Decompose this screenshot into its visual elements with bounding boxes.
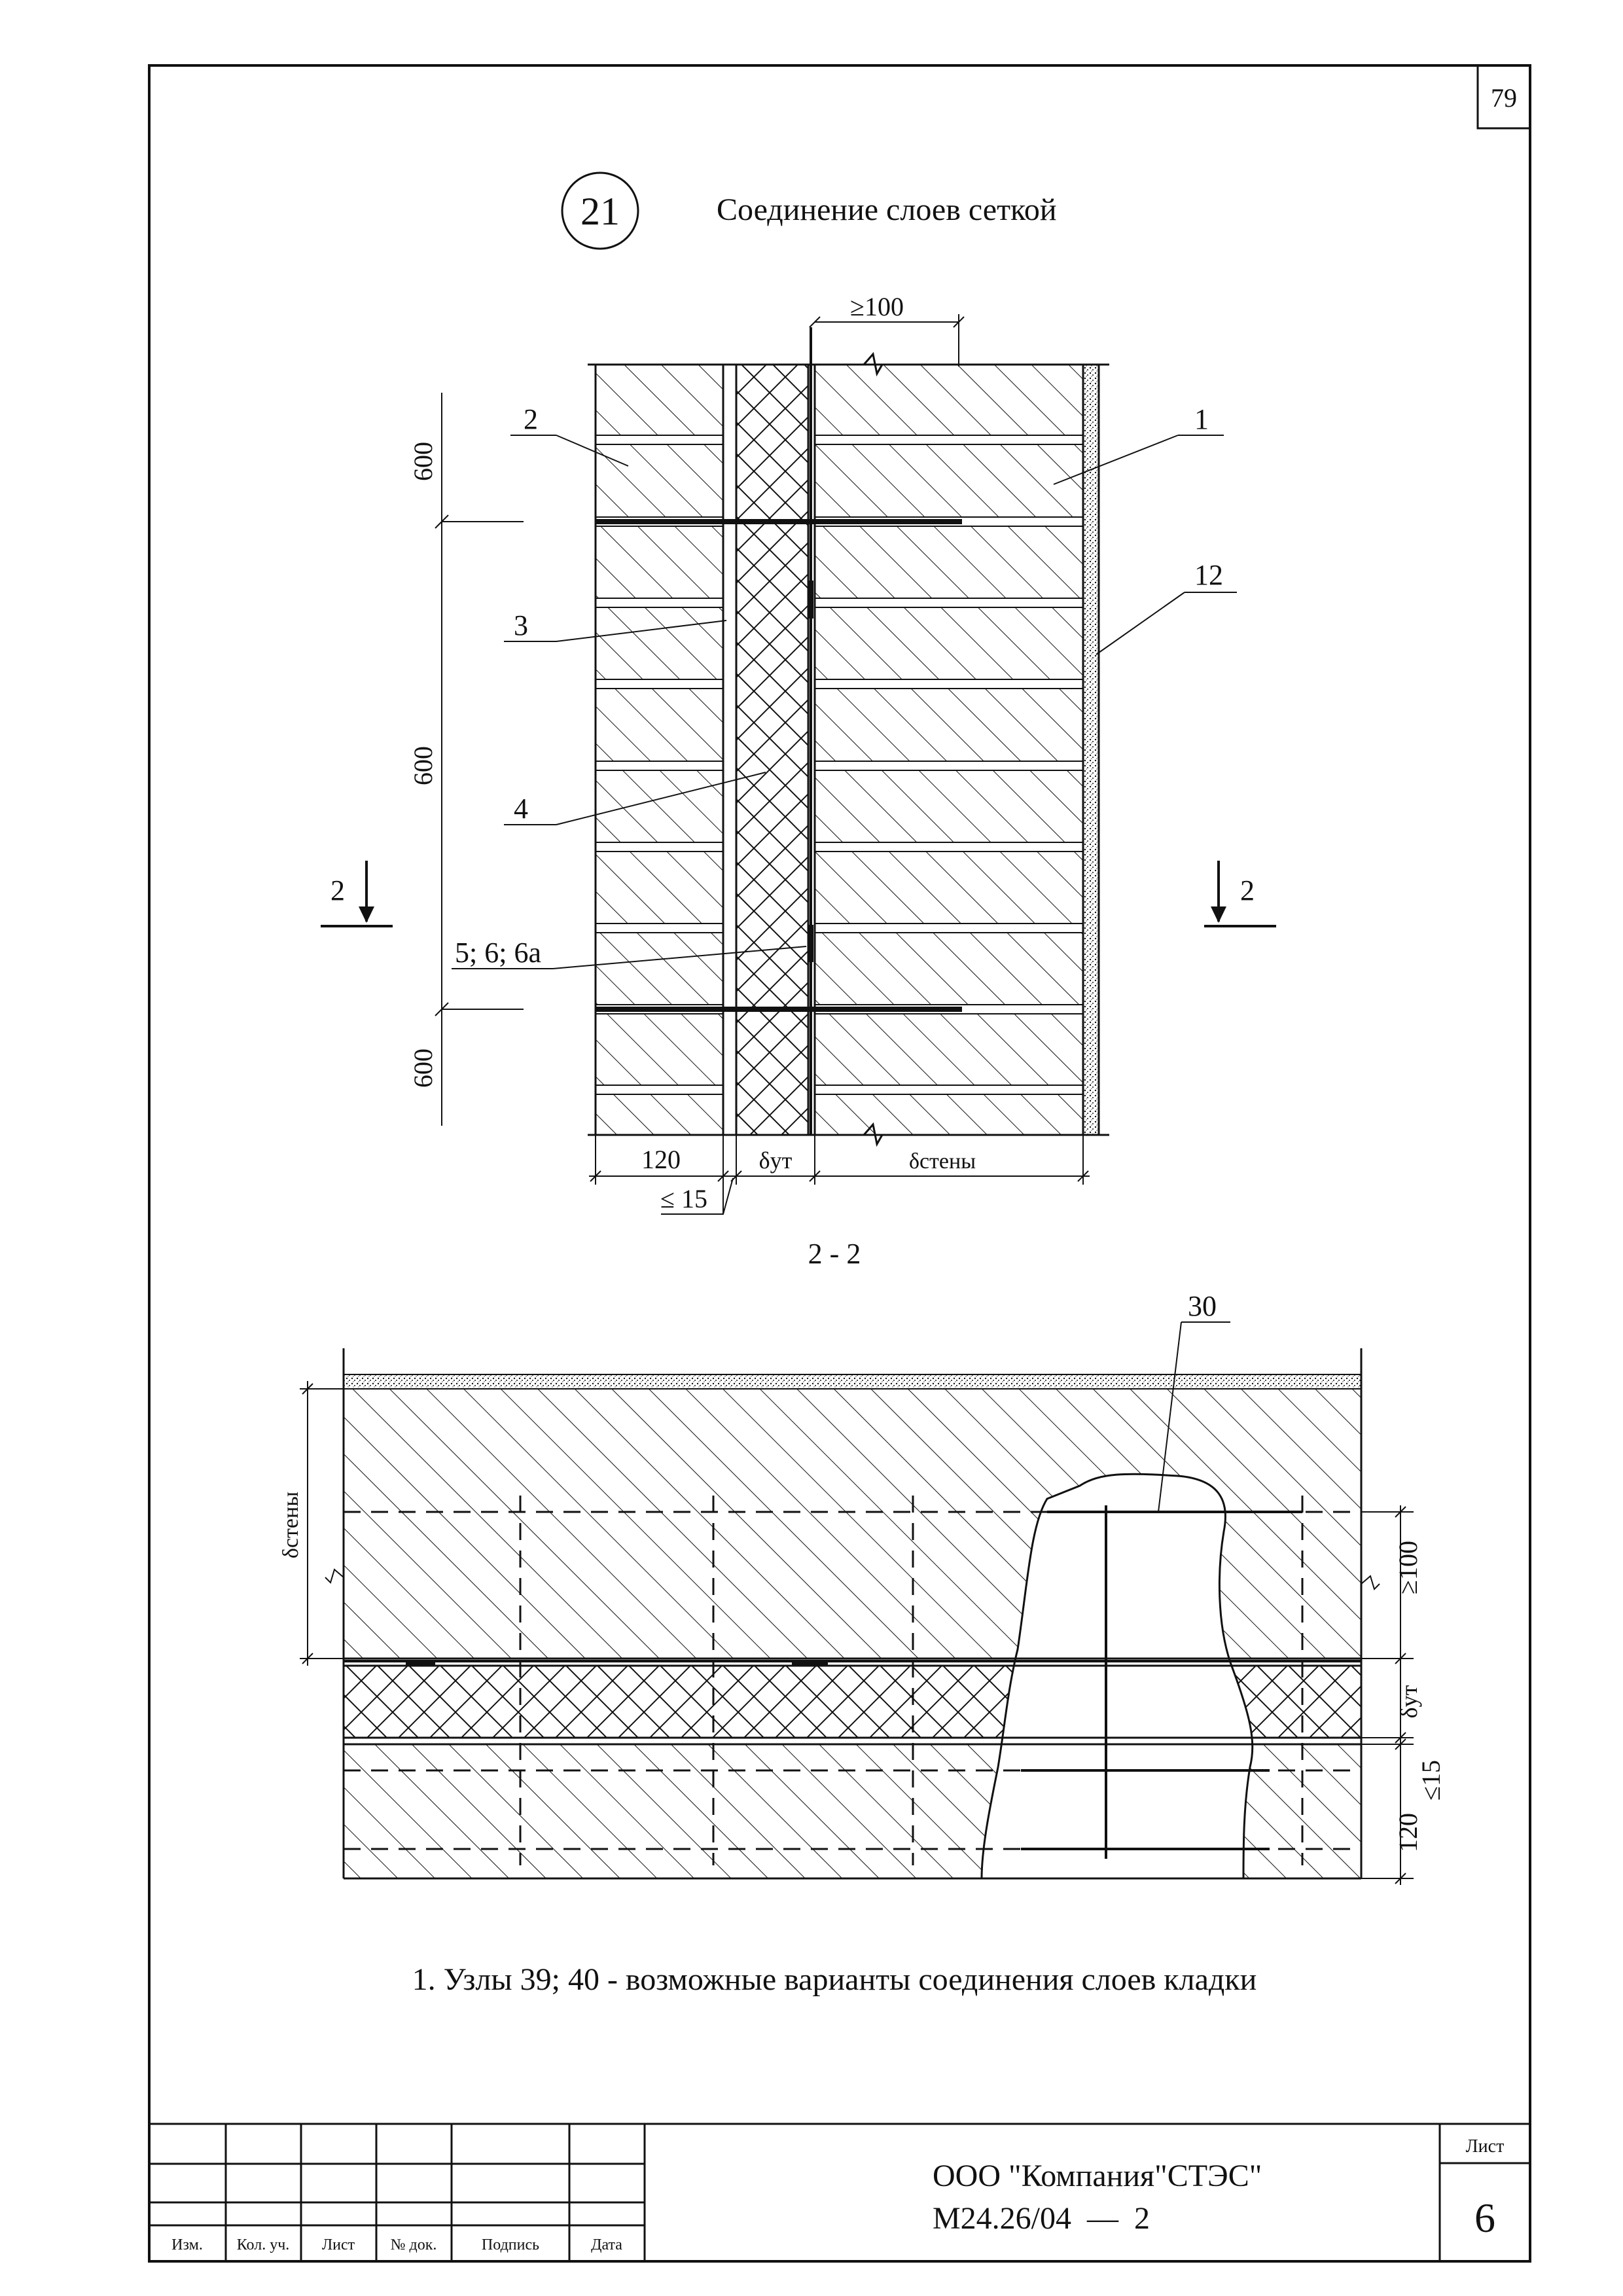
callout-30: 30: [1188, 1290, 1217, 1322]
tb-sheet-number: 6: [1474, 2195, 1495, 2241]
callout-12: 12: [1194, 559, 1223, 591]
callout-4: 4: [514, 793, 528, 825]
plan-dim-wall: δстены: [279, 1492, 303, 1558]
callout-2: 2: [524, 403, 538, 435]
detail-title: Соединение слоев сеткой: [717, 192, 1057, 227]
dim-spacing-mid: 600: [408, 746, 438, 785]
callout-3: 3: [514, 609, 528, 641]
break-mark: [863, 351, 883, 377]
dim-spacing-bottom: 600: [408, 1049, 438, 1088]
dim-mesh-overlap: ≥100: [850, 292, 904, 321]
plan-dim-insulation: δут: [1396, 1685, 1422, 1718]
detail-number-circle: [561, 171, 639, 250]
tb-col-list: Лист: [322, 2236, 355, 2253]
plan-view: 30 δстены ≥100 δут ≤15: [279, 1290, 1446, 1885]
dim-spacing-top: 600: [408, 442, 438, 481]
dim-gap: ≤ 15: [660, 1184, 707, 1213]
plan-dim-gap: ≤15: [1416, 1760, 1446, 1801]
title-block: [149, 2123, 1530, 2261]
page-number-box: [1476, 64, 1531, 130]
tb-col-signature: Подпись: [482, 2236, 539, 2253]
section-marker-left: 2: [330, 874, 345, 906]
tb-company: ООО "Компания"СТЭС": [933, 2159, 1262, 2193]
page-number: 79: [1491, 83, 1517, 113]
tb-sheet-label: Лист: [1466, 2136, 1505, 2157]
elevation-view: ≥100 600 600 600 120 δут: [321, 292, 1276, 1215]
tb-col-date: Дата: [591, 2236, 622, 2253]
section-marker-right: 2: [1240, 874, 1255, 906]
break-mark: [863, 1122, 883, 1147]
tb-doc-code: М24.26/04 — 2: [933, 2201, 1150, 2236]
dim-insulation: δут: [759, 1147, 793, 1174]
callout-1: 1: [1194, 403, 1209, 435]
dim-wall: δстены: [909, 1149, 976, 1174]
general-note: 1. Узлы 39; 40 - возможные варианты соед…: [412, 1962, 1257, 1997]
tb-col-doc-no: № док.: [391, 2236, 437, 2253]
detail-number: 21: [580, 190, 620, 233]
main-wall-layer: [815, 365, 1083, 1135]
section-label: 2 - 2: [808, 1238, 861, 1270]
plan-dim-outer-layer: 120: [1393, 1813, 1423, 1852]
plan-cutaway: [980, 1473, 1254, 1880]
plaster-layer: [1083, 365, 1099, 1135]
tb-col-kol-uch: Кол. уч.: [237, 2236, 290, 2253]
outer-brick-layer: [596, 365, 723, 1135]
tb-col-izm: Изм.: [171, 2236, 203, 2253]
plan-dim-overlap: ≥100: [1393, 1541, 1423, 1594]
plan-plaster: [343, 1374, 1362, 1390]
callout-5-6-6a: 5; 6; 6а: [455, 937, 541, 969]
dim-outer-layer: 120: [641, 1145, 681, 1174]
sheet-frame: [148, 64, 1531, 2263]
insulation-layer: [736, 365, 808, 1135]
